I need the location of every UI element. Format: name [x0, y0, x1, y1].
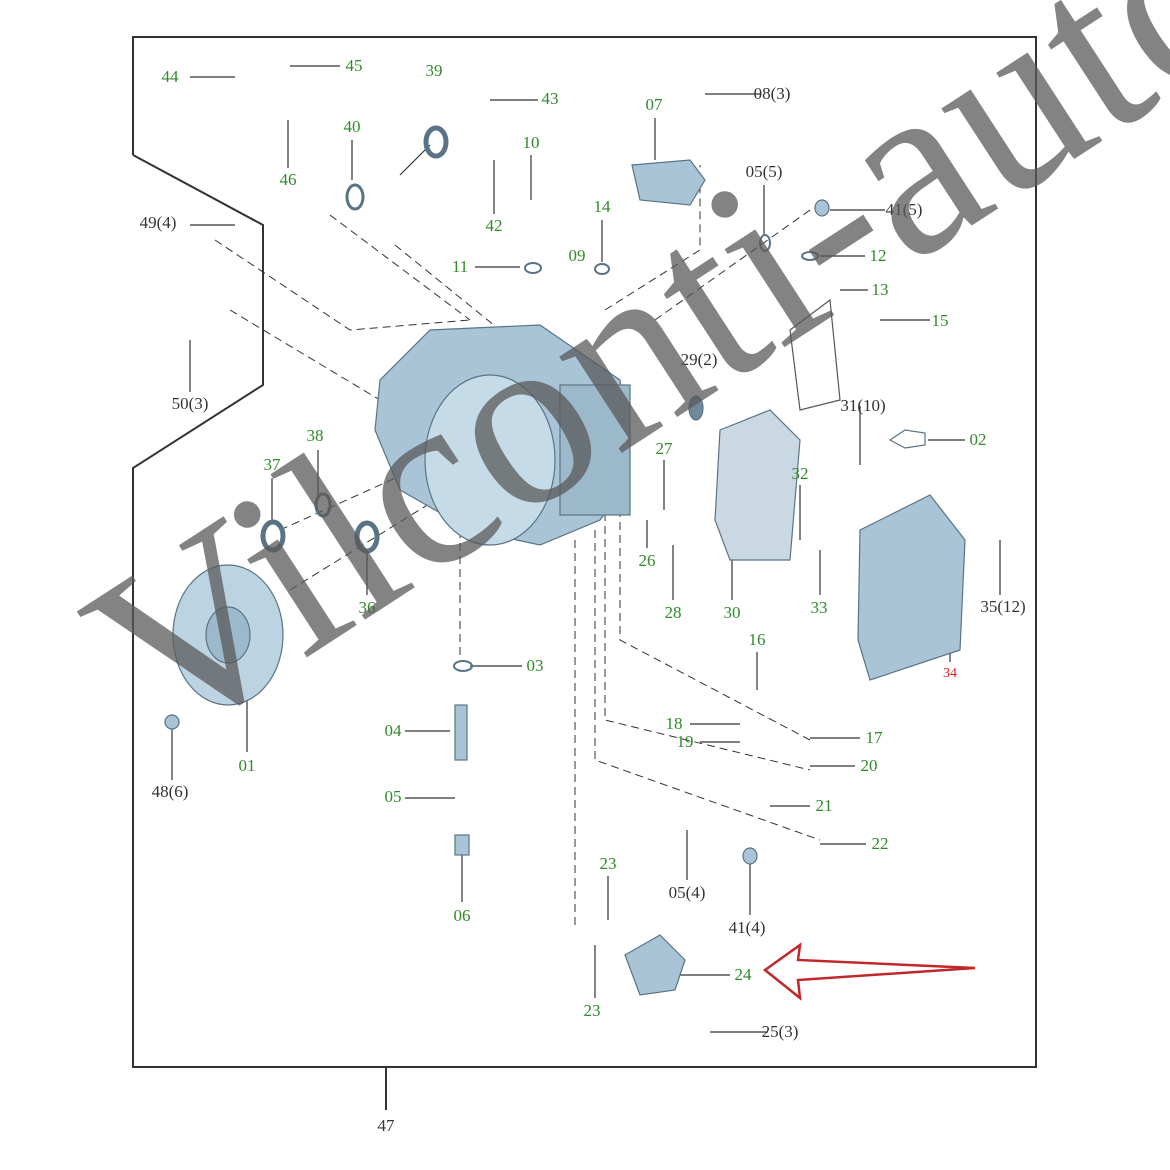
part-label-32: 32 [791, 464, 809, 483]
oil-pan [857, 494, 966, 681]
part-label-27: 27 [655, 439, 673, 458]
part-label-47: 47 [377, 1116, 395, 1135]
part-label-39: 39 [425, 61, 443, 80]
red-arrow [762, 942, 976, 1001]
part-label-35-12: 35(12) [980, 597, 1026, 616]
part-label-11: 11 [451, 257, 469, 276]
leader-lines [171, 65, 1001, 1033]
part-label-25-3: 25(3) [761, 1022, 799, 1041]
part-label-23: 23 [583, 1001, 601, 1020]
part-label-45: 45 [345, 56, 363, 75]
part-label-05: 05 [384, 787, 402, 806]
part-label-41-5: 41(5) [885, 200, 923, 219]
part-label-34: 34 [943, 666, 957, 681]
valve-body [714, 409, 801, 561]
part-label-48-6: 48(6) [151, 782, 189, 801]
bell-housing [424, 374, 556, 546]
part-label-18: 18 [665, 714, 683, 733]
part-label-49-4: 49(4) [139, 213, 177, 232]
part-label-13: 13 [871, 280, 889, 299]
frame [132, 36, 1037, 1110]
part-label-23: 23 [599, 854, 617, 873]
part-label-06: 06 [453, 906, 471, 925]
part-label-21: 21 [815, 796, 833, 815]
part-label-01: 01 [238, 756, 256, 775]
part-label-37: 37 [263, 455, 281, 474]
part-label-16: 16 [748, 630, 766, 649]
part-label-33: 33 [810, 598, 828, 617]
part-label-17: 17 [865, 728, 883, 747]
part-label-43: 43 [541, 89, 559, 108]
filter-24 [624, 934, 686, 996]
part-label-42: 42 [485, 216, 503, 235]
part-label-14: 14 [593, 197, 611, 216]
part-label-41-4: 41(4) [728, 918, 766, 937]
part-label-19: 19 [676, 732, 694, 751]
part-label-22: 22 [871, 834, 889, 853]
part-label-10: 10 [522, 133, 540, 152]
part-label-12: 12 [869, 246, 887, 265]
part-label-03: 03 [526, 656, 544, 675]
part-label-29-2: 29(2) [680, 350, 718, 369]
arrow-02 [888, 429, 926, 449]
part-label-36: 36 [358, 598, 376, 617]
part-label-50-3: 50(3) [171, 394, 209, 413]
part-label-02: 02 [969, 430, 987, 449]
part-label-04: 04 [384, 721, 402, 740]
parts [164, 125, 966, 996]
part-label-20: 20 [860, 756, 878, 775]
part-label-40: 40 [343, 117, 361, 136]
dashed-lines [214, 165, 821, 930]
part-label-28: 28 [664, 603, 682, 622]
part-label-30: 30 [723, 603, 741, 622]
mechatronic-unit [631, 159, 706, 206]
part-label-09: 09 [568, 246, 586, 265]
part-label-38: 38 [306, 426, 324, 445]
side-cover [559, 384, 631, 516]
part-label-08-3: 08(3) [753, 84, 791, 103]
part-label-05-4: 05(4) [668, 883, 706, 902]
part-label-05-5: 05(5) [745, 162, 783, 181]
wiring-harness [789, 298, 841, 411]
part-label-07: 07 [645, 95, 663, 114]
part-label-44: 44 [161, 67, 179, 86]
part-label-31-10: 31(10) [840, 396, 886, 415]
part-label-46: 46 [279, 170, 297, 189]
part-label-26: 26 [638, 551, 656, 570]
part-label-15: 15 [931, 311, 949, 330]
part-label-24: 24 [734, 965, 752, 984]
